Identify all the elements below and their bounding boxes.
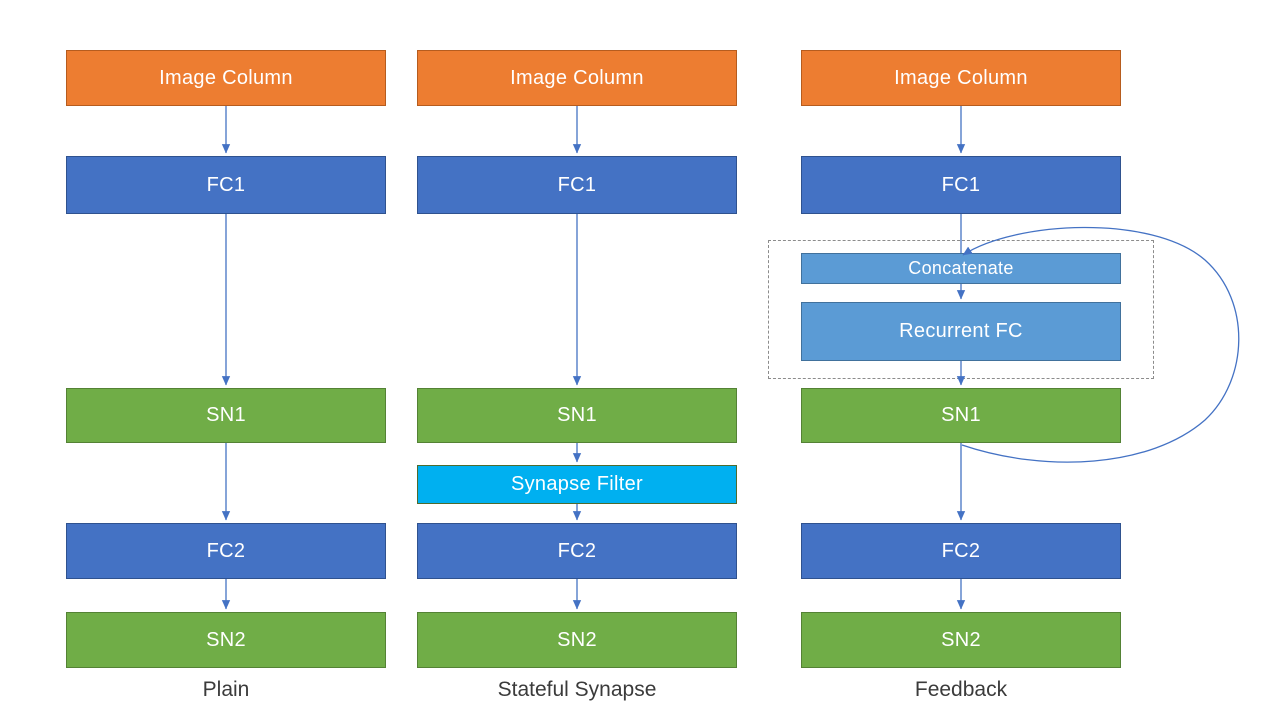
stateful-fc1-box: FC1 — [417, 156, 737, 214]
feedback-caption: Feedback — [914, 678, 1008, 701]
feedback-sn1-box: SN1 — [801, 388, 1121, 443]
stateful-sn2-box: SN2 — [417, 612, 737, 668]
feedback-image-column-box: Image Column — [801, 50, 1121, 106]
plain-fc2-box: FC2 — [66, 523, 386, 579]
plain-caption: Plain — [202, 678, 250, 701]
plain-image-column-box: Image Column — [66, 50, 386, 106]
feedback-fc2-box: FC2 — [801, 523, 1121, 579]
plain-sn2-box: SN2 — [66, 612, 386, 668]
stateful-fc2-box: FC2 — [417, 523, 737, 579]
stateful-image-column-box: Image Column — [417, 50, 737, 106]
plain-sn1-box: SN1 — [66, 388, 386, 443]
stateful-caption: Stateful Synapse — [497, 678, 657, 701]
plain-fc1-box: FC1 — [66, 156, 386, 214]
feedback-concatenate-box: Concatenate — [801, 253, 1121, 284]
feedback-fc1-box: FC1 — [801, 156, 1121, 214]
feedback-sn2-box: SN2 — [801, 612, 1121, 668]
feedback-recurrent-fc-box: Recurrent FC — [801, 302, 1121, 361]
stateful-sn1-box: SN1 — [417, 388, 737, 443]
stateful-synapse-filter-box: Synapse Filter — [417, 465, 737, 504]
